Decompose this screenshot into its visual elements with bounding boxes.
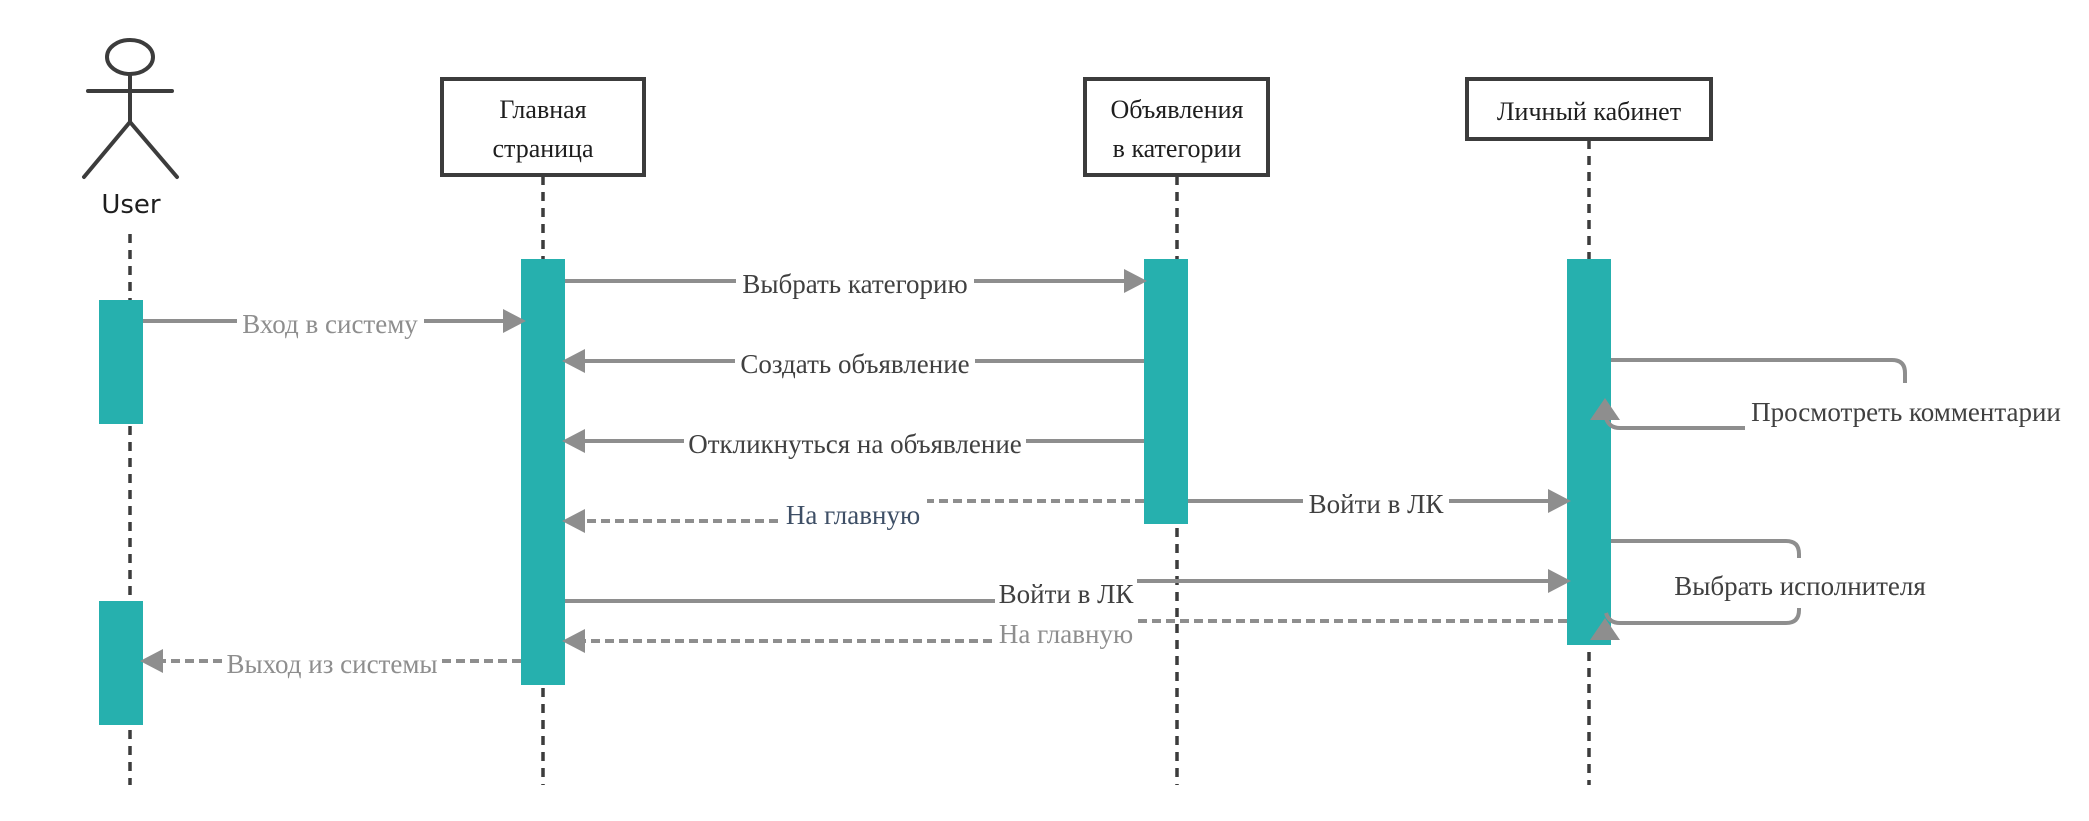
user-activation-1 (99, 300, 143, 424)
cabinet-title: Личный кабинет (1497, 97, 1681, 126)
ads-activation (1144, 259, 1188, 524)
message-to-main-2: На главную (562, 619, 1567, 653)
user-actor-icon (82, 38, 179, 179)
ads-title-line2: в категории (1113, 134, 1242, 163)
message-to-main-1: На главную (562, 499, 1144, 533)
main-page-title-line1: Главная (499, 95, 586, 124)
message-enter-cabinet-1: Войти в ЛК (1188, 489, 1571, 519)
cabinet-box (1465, 77, 1713, 141)
message-view-comments-label: Просмотреть комментарии (1751, 397, 2061, 427)
message-create-ad-label: Создать объявление (740, 349, 969, 379)
message-logout: Выход из системы (140, 649, 521, 679)
message-login-label: Вход в систему (242, 309, 418, 339)
ads-box (1083, 77, 1270, 177)
message-login: Вход в систему (143, 309, 526, 339)
message-respond-ad: Откликнуться на объявление (562, 429, 1144, 459)
cabinet-activation (1567, 259, 1611, 645)
message-to-main-2-label: На главную (999, 619, 1133, 649)
main-page-title-line2: страница (492, 134, 594, 163)
user-activation-2 (99, 601, 143, 725)
ads-title-line1: Объявления (1111, 95, 1244, 124)
user-actor-name: User (101, 190, 161, 220)
message-enter-cabinet-2-label: Войти в ЛК (999, 579, 1135, 609)
message-view-comments: Просмотреть комментарии (1590, 358, 2061, 430)
message-respond-ad-label: Откликнуться на объявление (688, 429, 1022, 459)
message-choose-category: Выбрать категорию (565, 269, 1147, 299)
main-page-activation (521, 259, 565, 685)
message-enter-cabinet-2: Войти в ЛК (565, 569, 1571, 609)
message-logout-label: Выход из системы (226, 649, 437, 679)
message-to-main-1-label: На главную (786, 500, 920, 530)
message-choose-executor-label: Выбрать исполнителя (1674, 571, 1926, 601)
message-create-ad: Создать объявление (562, 349, 1144, 379)
message-enter-cabinet-1-label: Войти в ЛК (1309, 489, 1445, 519)
main-page-box (440, 77, 646, 177)
message-choose-executor: Выбрать исполнителя (1590, 539, 1926, 640)
message-choose-category-label: Выбрать категорию (742, 269, 967, 299)
